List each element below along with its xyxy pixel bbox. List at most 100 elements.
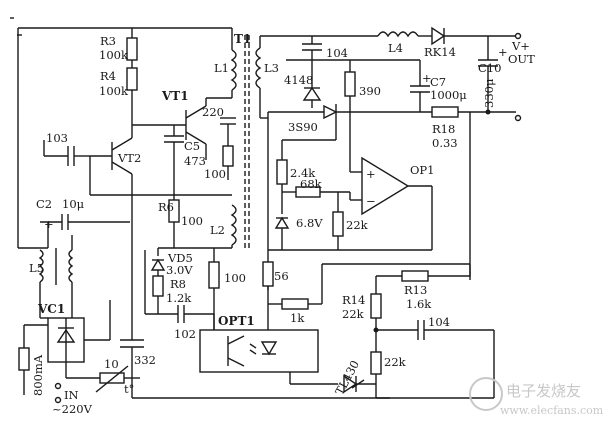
opamp-op1 — [361, 156, 410, 216]
c104a-value: 104 — [326, 46, 348, 60]
transistor-vt1 — [132, 97, 232, 160]
c103-value: 103 — [46, 131, 68, 145]
vd5-ref: VD5 — [167, 251, 193, 265]
resistor-1k — [281, 298, 309, 310]
inductor-l5 — [38, 235, 74, 300]
fuse — [18, 324, 48, 395]
r100b-value: 100 — [224, 271, 246, 285]
c102-value: 102 — [174, 327, 196, 341]
l4-label: L4 — [388, 41, 403, 55]
capacitor-103 — [43, 140, 232, 196]
input-section: C2 10μ + L5 VC1 — [17, 27, 232, 416]
vt2-label: VT2 — [117, 151, 141, 165]
c5-ref: C5 — [184, 139, 200, 153]
resistor-22k-b — [370, 351, 382, 375]
l3-label: L3 — [264, 61, 279, 75]
vc1-label: VC1 — [37, 302, 65, 316]
c10-value: 330μ — [482, 78, 496, 108]
bridge-vc1 — [39, 300, 111, 378]
op1-plus: + — [366, 167, 376, 181]
r14-value: 22k — [342, 307, 365, 321]
r4-value: 100k — [99, 84, 129, 98]
resistor-2-4k — [276, 159, 288, 185]
input-voltage: ~220V — [52, 402, 93, 416]
c2-plus: + — [44, 217, 54, 231]
c104b-value: 104 — [428, 315, 450, 329]
watermark: 电子发烧友 www.elecfans.com — [469, 377, 604, 417]
corner-marks — [10, 17, 22, 36]
watermark-text: 电子发烧友 — [506, 382, 581, 400]
transistor-vt2 — [90, 125, 133, 215]
r4-ref: R4 — [100, 69, 116, 83]
opt1-label: OPT1 — [218, 314, 255, 328]
c10-plus: + — [498, 45, 508, 59]
capacitor-c5 — [164, 125, 184, 195]
l1-label: L1 — [214, 61, 229, 75]
r3-ref: R3 — [100, 34, 116, 48]
oscillator-section: R3 100k R4 100k VT2 103 — [43, 28, 390, 399]
r3-value: 100k — [99, 48, 129, 62]
r13-ref: R13 — [404, 283, 427, 297]
c332-value: 332 — [134, 353, 156, 367]
output-label: V+ — [511, 39, 530, 53]
input-terminal-2 — [54, 396, 62, 404]
c7-plus: + — [422, 71, 432, 85]
resistor-r4 — [126, 67, 138, 91]
r1k-value: 1k — [290, 311, 305, 325]
r6-ref: R6 — [158, 200, 174, 214]
c7-value: 1000μ — [430, 88, 467, 102]
c2-ref: C2 — [36, 197, 52, 211]
r18-ref: R18 — [432, 122, 455, 136]
r390-value: 390 — [359, 84, 381, 98]
d4148-value: 4148 — [284, 73, 313, 87]
resistor-22k-a — [332, 211, 344, 237]
c2-value: 10μ — [62, 197, 85, 211]
capacitor-feedback — [220, 117, 236, 146]
resistor-56 — [262, 261, 274, 287]
thermistor-temp: t° — [124, 382, 134, 396]
op1-minus: − — [366, 194, 376, 208]
output-sub: OUT — [508, 52, 535, 66]
output-section: 104 4148 390 3S90 L4 RK14 — [199, 26, 535, 399]
resistor-r8 — [152, 275, 164, 297]
vt1-label: VT1 — [161, 89, 189, 103]
dz68-value: 6.8V — [296, 216, 323, 230]
resistor-r14 — [370, 293, 382, 319]
resistor-390 — [344, 71, 356, 97]
r18-value: 0.33 — [432, 136, 458, 150]
output-terminal-neg — [514, 114, 522, 122]
capacitor-c2 — [40, 214, 130, 248]
resistor-100b — [208, 261, 220, 289]
tl430-value: TL430 — [332, 358, 362, 397]
resistor-r18 — [431, 106, 459, 118]
r8-ref: R8 — [170, 277, 186, 291]
r24k-value: 2.4k — [290, 166, 316, 180]
capacitor-102 — [144, 250, 214, 323]
l5-label: L5 — [29, 261, 44, 275]
vd5-value: 3.0V — [166, 263, 193, 277]
optocoupler-opt1 — [199, 329, 319, 373]
c5-value: 473 — [184, 154, 206, 168]
resistor-r13 — [401, 270, 429, 282]
r8-value: 1.2k — [166, 291, 192, 305]
r22k-a-value: 22k — [346, 218, 369, 232]
input-label: IN — [64, 388, 79, 402]
op1-label: OP1 — [410, 163, 434, 177]
fuse-value: 800mA — [31, 354, 45, 396]
input-terminal-1 — [54, 382, 62, 390]
rk14-label: RK14 — [424, 45, 456, 59]
zener-vd5 — [150, 247, 232, 276]
t1-label: T1 — [234, 32, 251, 46]
r220-value: 220 — [202, 105, 224, 119]
resistor-100a — [222, 145, 234, 167]
r14-ref: R14 — [342, 293, 365, 307]
r13-value: 1.6k — [406, 297, 432, 311]
capacitor-332 — [120, 215, 390, 399]
watermark-url: www.elecfans.com — [500, 404, 604, 417]
resistor-r3 — [126, 37, 138, 61]
r100a-value: 100 — [204, 167, 226, 181]
r6-value: 100 — [181, 214, 203, 228]
q3s90-value: 3S90 — [288, 120, 318, 134]
transformer-t1 — [230, 28, 378, 250]
